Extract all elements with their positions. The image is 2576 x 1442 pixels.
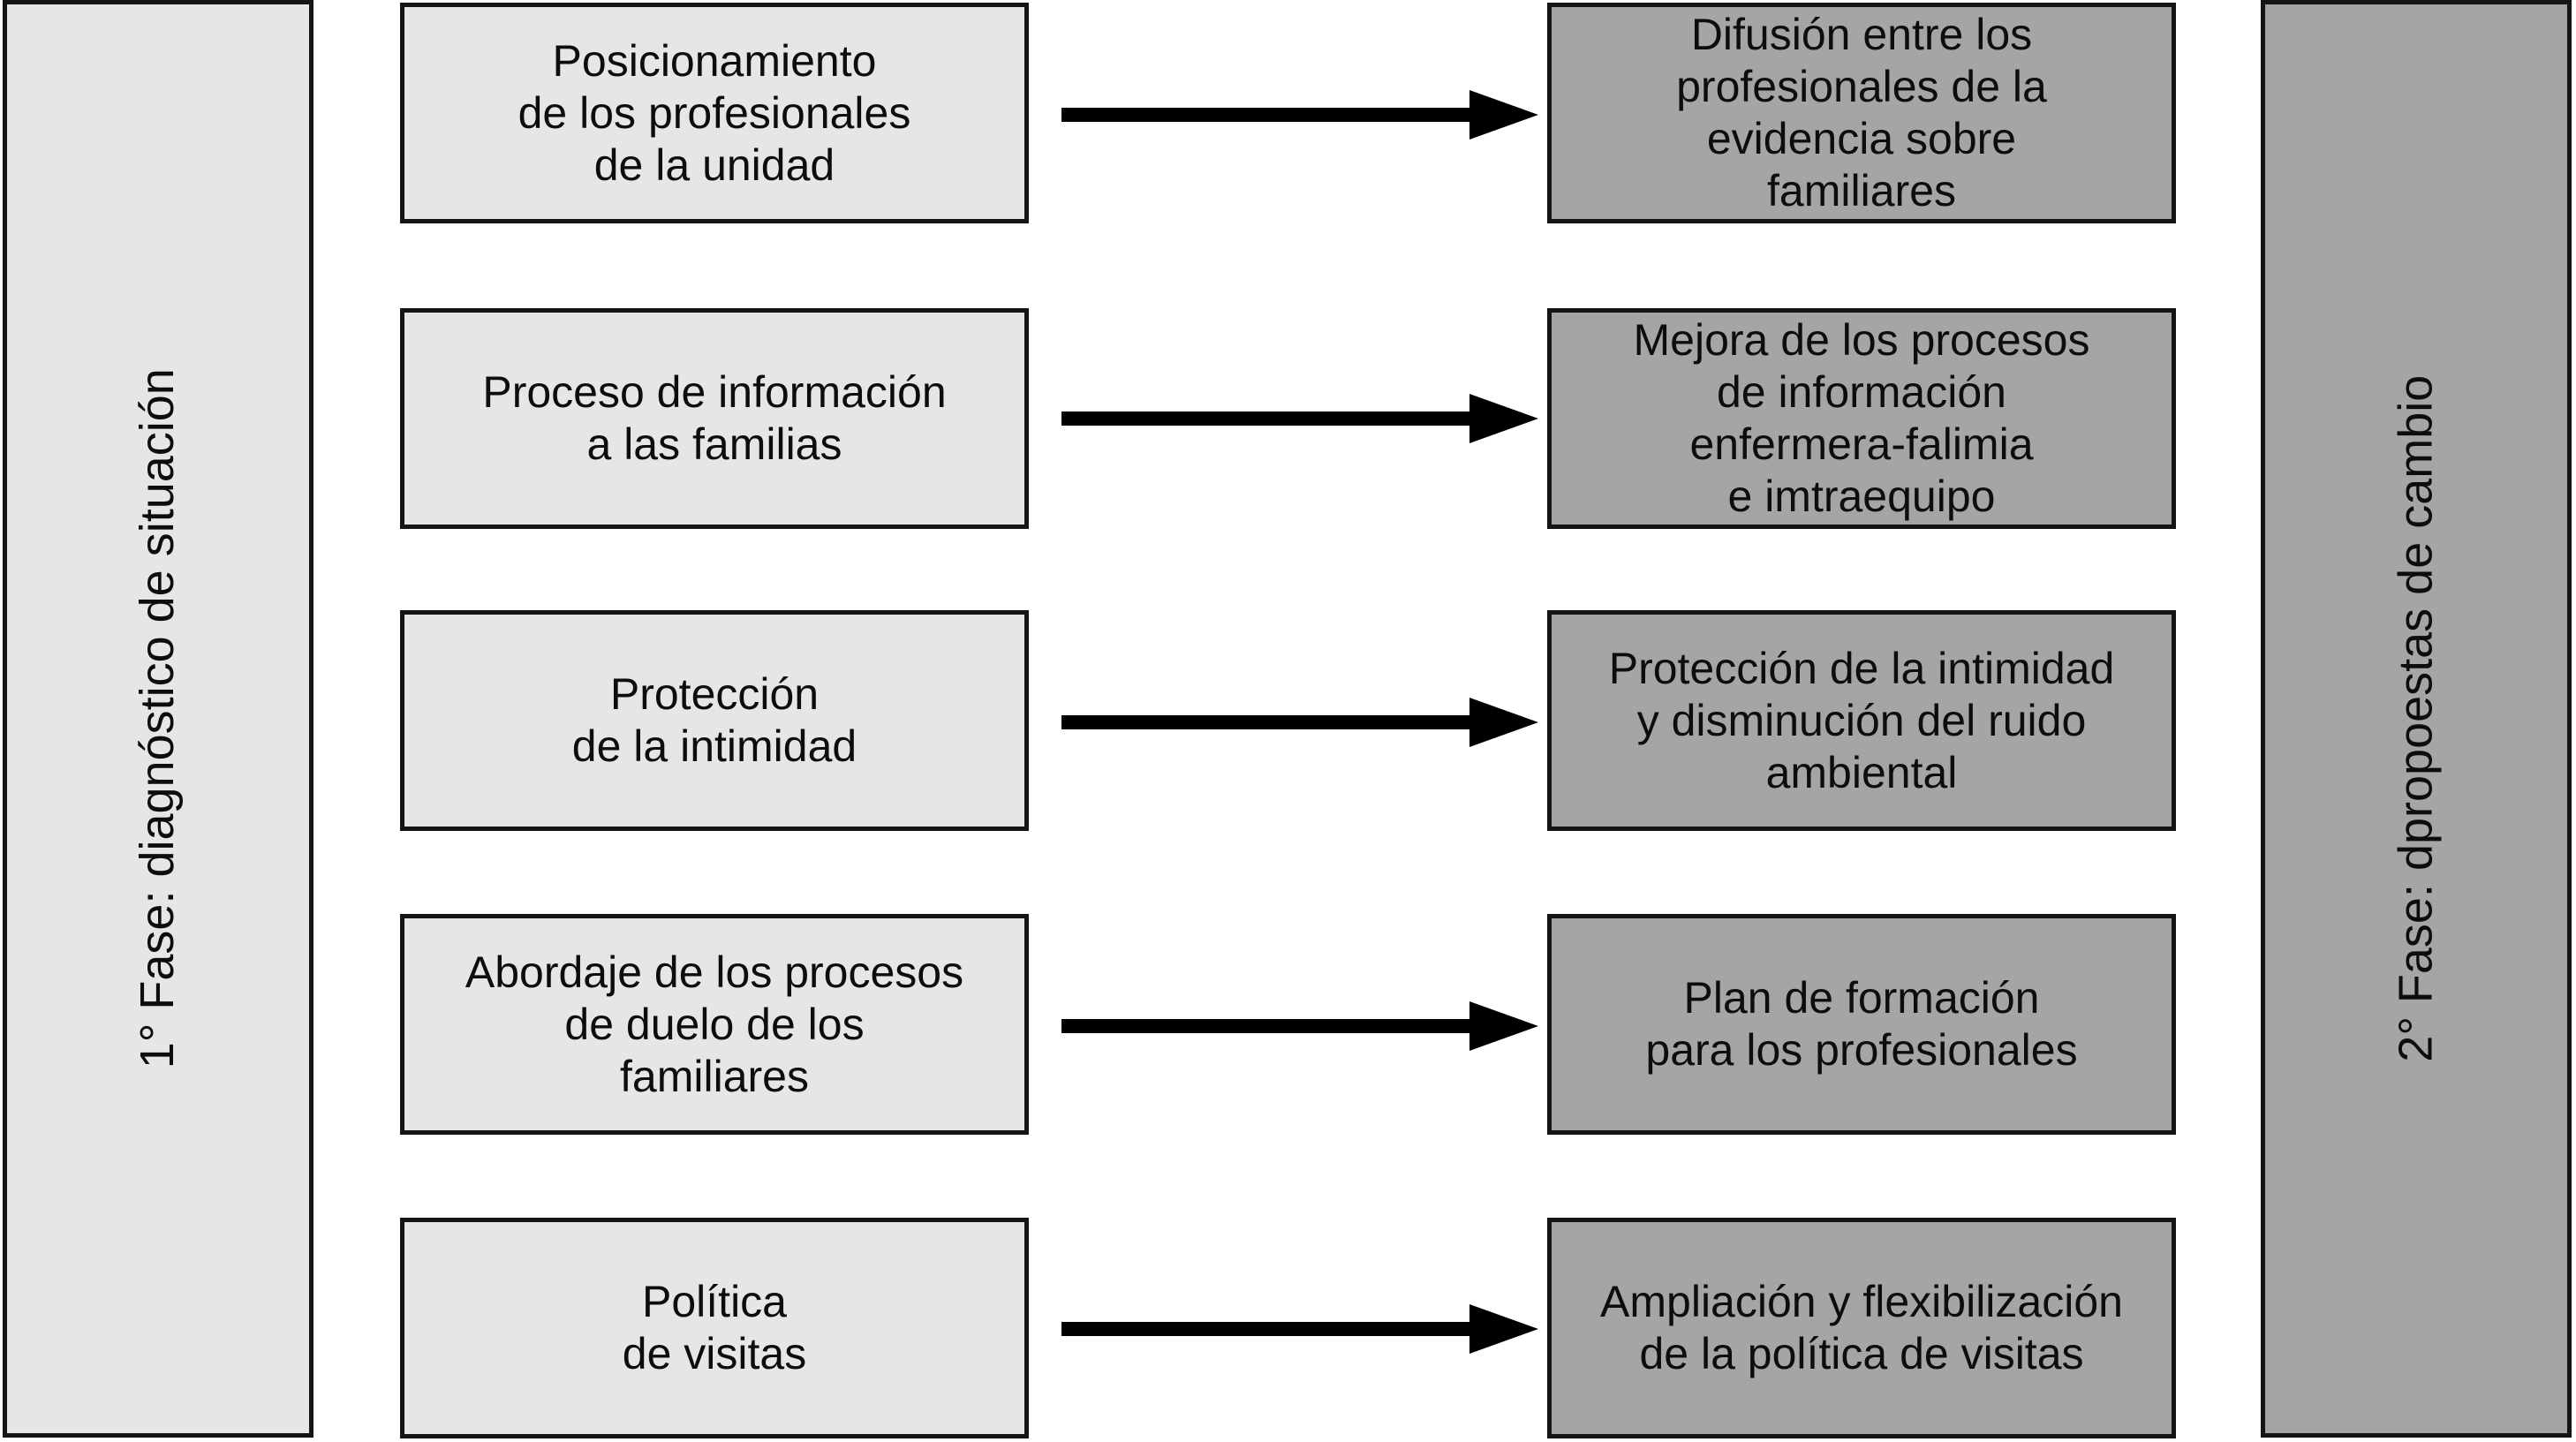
flow-arrow-1 bbox=[1061, 88, 1538, 141]
right-arrow-icon bbox=[1061, 698, 1538, 747]
proposal-box-1-label: Difusión entre los profesionales de la e… bbox=[1676, 10, 2047, 215]
diagnosis-box-5-label: Política de visitas bbox=[622, 1277, 807, 1378]
right-arrow-icon bbox=[1061, 1304, 1538, 1354]
right-arrow-icon bbox=[1061, 1001, 1538, 1051]
proposal-box-2: Mejora de los procesos de información en… bbox=[1547, 308, 2176, 529]
proposal-box-2-label: Mejora de los procesos de información en… bbox=[1633, 315, 2090, 521]
flow-arrow-4 bbox=[1061, 1000, 1538, 1053]
diagnosis-box-2-label: Proceso de información a las familias bbox=[482, 367, 947, 469]
proposal-box-3-label: Protección de la intimidad y disminución… bbox=[1608, 643, 2115, 797]
diagnosis-box-1: Posicionamiento de los profesionales de … bbox=[400, 3, 1029, 223]
flow-arrow-3 bbox=[1061, 696, 1538, 749]
flow-arrow-5 bbox=[1061, 1302, 1538, 1355]
proposal-box-4: Plan de formación para los profesionales bbox=[1547, 914, 2176, 1135]
diagnosis-box-3: Protección de la intimidad bbox=[400, 610, 1029, 831]
proposal-box-5-label: Ampliación y flexibilización de la polít… bbox=[1600, 1277, 2123, 1378]
phase-bar-right: 2° Fase: dpropoestas de cambio bbox=[2261, 0, 2572, 1438]
diagnosis-box-3-label: Protección de la intimidad bbox=[571, 669, 857, 771]
proposal-box-1: Difusión entre los profesionales de la e… bbox=[1547, 3, 2176, 223]
proposal-box-3: Protección de la intimidad y disminución… bbox=[1547, 610, 2176, 831]
proposal-box-4-label: Plan de formación para los profesionales bbox=[1645, 973, 2078, 1075]
diagnosis-box-4-label: Abordaje de los procesos de duelo de los… bbox=[465, 947, 964, 1101]
diagnosis-box-5: Política de visitas bbox=[400, 1218, 1029, 1438]
phase-right-label: 2° Fase: dpropoestas de cambio bbox=[2389, 374, 2443, 1063]
right-arrow-icon bbox=[1061, 394, 1538, 443]
phase-left-label: 1° Fase: diagnóstico de situación bbox=[131, 368, 185, 1069]
proposal-box-5: Ampliación y flexibilización de la polít… bbox=[1547, 1218, 2176, 1438]
right-arrow-icon bbox=[1061, 90, 1538, 140]
flow-arrow-2 bbox=[1061, 392, 1538, 445]
diagnosis-box-4: Abordaje de los procesos de duelo de los… bbox=[400, 914, 1029, 1135]
phase-bar-left: 1° Fase: diagnóstico de situación bbox=[3, 0, 314, 1438]
diagnosis-box-1-label: Posicionamiento de los profesionales de … bbox=[517, 35, 911, 190]
diagnosis-box-2: Proceso de información a las familias bbox=[400, 308, 1029, 529]
